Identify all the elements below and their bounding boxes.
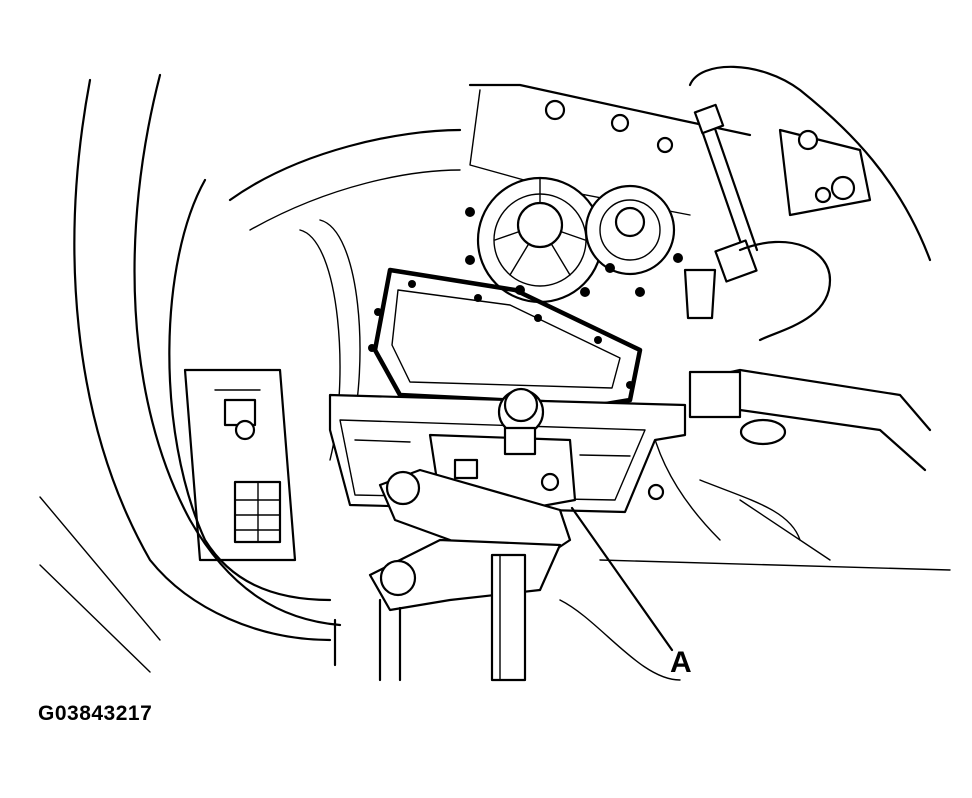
figure-id: G03843217 bbox=[38, 702, 153, 725]
callout-label-a: A bbox=[670, 646, 692, 679]
suspension-linkage bbox=[559, 103, 951, 681]
jack-arms bbox=[333, 468, 572, 682]
fender-arcs bbox=[39, 73, 462, 673]
oil-pan bbox=[368, 267, 643, 408]
side-panel bbox=[183, 219, 361, 562]
differential-cover bbox=[465, 176, 683, 304]
callout-leader-line bbox=[570, 506, 674, 652]
